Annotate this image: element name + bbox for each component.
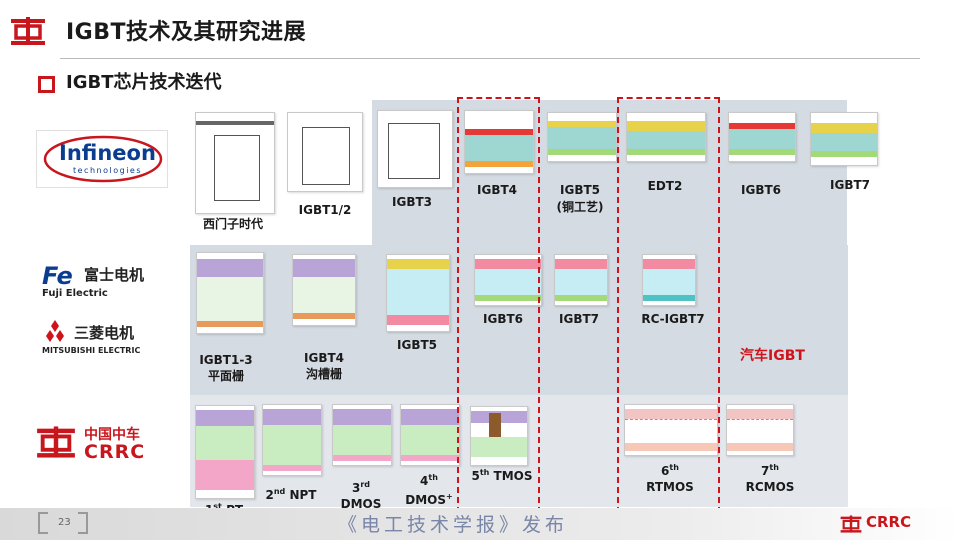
title-divider [60, 58, 920, 59]
rtmos-sup: th [669, 463, 679, 472]
mitsubishi-name: 三菱电机 [74, 324, 135, 342]
label-igbt5-copper: (铜工艺) [556, 200, 604, 214]
section-subtitle: IGBT芯片技术迭代 [66, 72, 222, 93]
crrc-cn-name: 中国中车 [84, 427, 140, 443]
watermark: 《电工技术学报》发布 [338, 514, 569, 536]
dmosp-text: DMOS [405, 493, 447, 507]
dmosp-sup: th [428, 473, 438, 482]
label-jp-igbt5: IGBT5 [397, 338, 437, 352]
label-planar-gate: 平面栅 [207, 369, 244, 383]
chip-image-igbt5 [547, 112, 617, 162]
dmos-num: 3 [351, 481, 361, 495]
chip-image-igbt3 [377, 110, 453, 188]
chip-image-npt [262, 404, 322, 476]
page-number: 23 [58, 517, 71, 528]
label-igbt12: IGBT1/2 [298, 203, 352, 217]
fuji-mark-icon: Fe [42, 262, 73, 290]
chip-image-rcmos [726, 404, 794, 456]
chip-image-pt [195, 405, 255, 499]
label-igbt3: IGBT3 [392, 195, 432, 209]
dmos-plus-sign: + [446, 492, 453, 501]
label-igbt7: IGBT7 [830, 178, 870, 192]
label-trench-gate: 沟槽栅 [305, 367, 342, 381]
chip-image-dmos-plus [400, 404, 460, 466]
page-title: IGBT技术及其研究进展 [66, 20, 307, 45]
label-7th-rcmos: 7th RCMOS [730, 460, 810, 495]
page-bracket-left [38, 512, 48, 534]
label-igbt5: IGBT5 [560, 183, 600, 197]
label-jp-igbt6: IGBT6 [483, 312, 523, 326]
fuji-name: 富士电机 [84, 266, 145, 284]
label-siemens: 西门子时代 [202, 217, 263, 231]
automotive-igbt-label: 汽车IGBT [740, 348, 805, 364]
footer-brand: CRRC [866, 513, 912, 531]
chip-image-igbt6 [728, 112, 796, 162]
dmos-sup: rd [360, 480, 371, 489]
fuji-sub: Fuji Electric [42, 288, 108, 299]
chip-image-trench [292, 254, 356, 326]
dmosp-num: 4 [420, 474, 429, 488]
tmos-sup: th [479, 468, 490, 477]
crrc-mark-icon [37, 426, 75, 458]
chip-image-rc-igbt7 [642, 254, 696, 306]
label-3rd-dmos: 3rd DMOS [326, 477, 396, 512]
label-4th-dmos-plus: 4th DMOS+ [394, 470, 464, 508]
rtmos-num: 6 [661, 464, 670, 478]
crrc-brand-logo: 中国中车 CRRC [36, 422, 166, 464]
chip-image-igbt7 [810, 112, 878, 166]
tmos-text: TMOS [493, 469, 533, 483]
npt-text: NPT [289, 488, 317, 502]
label-igbt4: IGBT4 [477, 183, 517, 197]
crrc-logo-icon [10, 15, 46, 47]
npt-num: 2 [265, 488, 274, 502]
chip-image-tmos [470, 406, 528, 466]
rcmos-num: 7 [761, 464, 770, 478]
chip-image-rtmos [624, 404, 718, 456]
mitsubishi-sub: MITSUBISHI ELECTRIC [42, 346, 141, 355]
chip-image-jp-igbt5 [386, 254, 450, 332]
label-5th-tmos: 5th TMOS [462, 465, 542, 484]
infineon-logo: Infineon technologies [36, 130, 168, 188]
chip-image-planar [196, 252, 264, 334]
mitsubishi-diamonds-icon [46, 320, 64, 342]
label-2nd-npt: 2nd NPT [256, 484, 326, 503]
label-igbt1-3: IGBT1-3 [199, 353, 253, 367]
label-6th-rtmos: 6th RTMOS [630, 460, 710, 495]
page-bracket-right [78, 512, 88, 534]
infineon-name: Infineon [59, 141, 156, 165]
chip-image-igbt12 [287, 112, 363, 192]
chip-image-dmos [332, 404, 392, 466]
label-jp-igbt7: IGBT7 [559, 312, 599, 326]
highlight-frame-edt2 [617, 97, 720, 513]
fuji-logo: Fe 富士电机 Fuji Electric [40, 260, 150, 302]
npt-sup: nd [273, 487, 286, 496]
mitsubishi-logo: 三菱电机 MITSUBISHI ELECTRIC [40, 318, 150, 360]
highlight-frame-igbt4 [457, 97, 540, 513]
rtmos-text: RTMOS [646, 480, 694, 494]
chip-image-edt2 [626, 112, 706, 162]
infineon-tagline: technologies [73, 166, 142, 175]
dmos-text: DMOS [340, 497, 382, 511]
rcmos-text: RCMOS [745, 480, 795, 494]
label-rc-igbt7: RC-IGBT7 [641, 312, 705, 326]
pt-sup: st [213, 502, 222, 511]
label-jp-igbt4: IGBT4 [304, 351, 344, 365]
bullet-icon [38, 76, 55, 93]
tmos-num: 5 [471, 469, 480, 483]
rcmos-sup: th [769, 463, 779, 472]
chip-image-siemens [195, 112, 275, 214]
chip-image-jp-igbt6 [474, 254, 542, 306]
crrc-footer-icon [840, 515, 862, 533]
label-igbt6: IGBT6 [741, 183, 781, 197]
label-edt2: EDT2 [647, 179, 683, 193]
chip-image-igbt4 [464, 110, 534, 174]
chip-image-jp-igbt7 [554, 254, 608, 306]
footer-bar [0, 508, 960, 540]
crrc-en-name: CRRC [84, 441, 146, 463]
